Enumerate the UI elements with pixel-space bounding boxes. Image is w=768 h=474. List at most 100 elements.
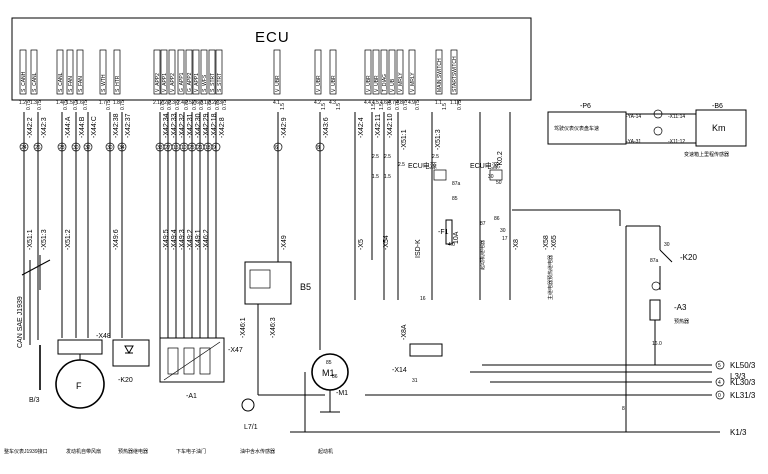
ecu-pin-num: 1.5 — [321, 103, 327, 110]
wire-label: -X42:29 — [203, 113, 210, 138]
ecu-pin-group: S_CANH0.751.2S_CANL0.751.3S_CANL0.751.4S… — [19, 49, 463, 110]
wire-label: -X42:3 — [41, 117, 48, 138]
wire-circle-number: 25 — [189, 145, 195, 151]
ya14-label: -YA-14 — [626, 114, 641, 120]
bus-number: 5 — [718, 363, 721, 369]
ecu-pin-num: 0.75 — [83, 100, 89, 110]
wire-label: -X42:2 — [27, 117, 34, 138]
ecu-pin-id: 2.1 — [153, 100, 160, 106]
ecu-pin-num: 1.5 — [371, 103, 377, 110]
ecu-pin-name: V_UBR — [275, 75, 281, 92]
ecu-pin-name: V_APP2 — [170, 73, 176, 92]
ecu-pin-id: 2.3 — [168, 100, 175, 106]
misc-number: 85 — [326, 360, 332, 366]
p6-box — [547, 111, 627, 145]
ecu-pin-id: 4.1 — [273, 100, 280, 106]
ecu-pin-id: 3.1 — [200, 100, 207, 106]
misc-number: 17 — [502, 236, 508, 242]
ecu-pin-num: 0.75 — [192, 100, 198, 110]
bus-marker — [715, 390, 725, 400]
wire-label-lower: -X49:2 — [187, 229, 194, 250]
misc-number: 87a — [650, 258, 659, 264]
ecu-pin-name: V_UBR — [374, 75, 380, 92]
wire-label: -X44:C — [91, 116, 98, 138]
ecu-pin-num: 0.75 — [184, 100, 190, 110]
bus-label: KL30/3 — [730, 378, 756, 387]
ecu-pin-id: 1.7 — [99, 100, 106, 106]
ecu-pin-name: V_UBR — [316, 75, 322, 92]
pedal-box — [159, 337, 225, 383]
ecu-pin-name: S_FAN — [78, 76, 84, 92]
bus-number: 0 — [718, 393, 721, 399]
ecu-pin — [66, 49, 74, 95]
wire-circle-number: 18 — [205, 145, 211, 151]
ecu-pin-id: 4.2 — [314, 100, 321, 106]
wire-circle-number: 30 — [73, 145, 79, 151]
misc-number: 86 — [494, 216, 500, 222]
misc-number: 30 — [664, 242, 670, 248]
ecu-pin — [396, 49, 404, 95]
ecu-pin-num: 0.75 — [26, 100, 32, 110]
ecu-pin — [168, 49, 176, 95]
wire-label: -X51:1 — [401, 129, 408, 150]
wire-label: -X51:3 — [435, 129, 442, 150]
wire-label: -X42:9 — [281, 117, 288, 138]
ecu-pin-name: MAIN SWITCH — [437, 58, 443, 92]
a3-text: 预热器 — [674, 318, 689, 325]
ecu-pin — [215, 49, 223, 95]
misc-number: 4.0 — [448, 242, 455, 248]
a3-label: -A3 — [674, 303, 687, 312]
ecu-pin — [113, 49, 121, 95]
can-section: CAN SAE J1939 B/3 — [17, 255, 51, 404]
ecu-pin — [177, 49, 185, 95]
wire-label-lower: -X46:2 — [203, 229, 210, 250]
can-label: CAN SAE J1939 — [17, 296, 24, 348]
pedal-section: -A1 -X47 — [159, 337, 243, 400]
ecu-pin-num: 0.75 — [395, 100, 401, 110]
ecu-pin-name: S_FAN — [68, 76, 74, 92]
l7-marker — [241, 398, 255, 412]
wire-label-lower: -X49 — [281, 235, 288, 250]
ecu-pin — [408, 49, 416, 95]
wire-circle — [33, 142, 43, 152]
ecu-pin-id: 2.6 — [192, 100, 199, 106]
ecu-pin — [364, 49, 372, 95]
ecu-pin-num: 0.75 — [160, 100, 166, 110]
wire-label-lower: -X49:5 — [163, 229, 170, 250]
wire-label-lower: -X54 — [383, 235, 390, 250]
ecu-pin-id: 4.9 — [408, 100, 415, 106]
x11-12-label: -X11:12 — [668, 139, 685, 145]
wire-label: -X42:11 — [375, 114, 382, 138]
wire-label: -X42:31 — [187, 113, 194, 138]
isd-label: ISD-K — [415, 239, 422, 258]
k20-relay-section: -K20 — [112, 339, 150, 384]
ecu-pin — [329, 49, 337, 95]
misc-number: 50 — [496, 180, 502, 186]
ecu-pin-num: 0.75 — [106, 100, 112, 110]
pedal-connector-label: -X47 — [228, 347, 243, 354]
ecu-pin — [185, 49, 193, 95]
relay-k2-label: -K0.2 — [497, 151, 504, 168]
ecu-pin-id: 4.4 — [364, 100, 371, 106]
wire-circle-number: 6 — [275, 145, 278, 151]
fan-label: F — [76, 381, 82, 391]
ecu-pin-id: 4.3 — [329, 100, 336, 106]
ecu-pin — [273, 49, 281, 95]
fan-section: -X48 F — [55, 333, 111, 409]
wire-label-lower: -X49:4 — [171, 229, 178, 250]
wire-circle-number: 26 — [35, 145, 41, 151]
k20-right-section: -K20 -A3 预热器 — [625, 225, 697, 432]
ya31-label: -YA-31 — [626, 139, 641, 145]
wire-label: -X44:B — [79, 116, 86, 138]
wire-circle-number: 10 — [181, 145, 187, 151]
ecu-pin-id: 4.6 — [380, 100, 387, 106]
ecu-pin-name: V_UB — [390, 78, 396, 92]
wire-label: -X42:37 — [125, 113, 132, 138]
ecu-pin — [19, 49, 27, 95]
ecu-pin-num: 0.75 — [222, 100, 228, 110]
ecu-pin-id: 1.3 — [30, 100, 37, 106]
bottom-caption: 油中含水传感器 — [240, 448, 275, 455]
ecu-pin-num: 0.75 — [415, 100, 421, 110]
misc-number: 2.5 — [432, 154, 439, 160]
water-connector-2: -X46:3 — [270, 317, 277, 338]
